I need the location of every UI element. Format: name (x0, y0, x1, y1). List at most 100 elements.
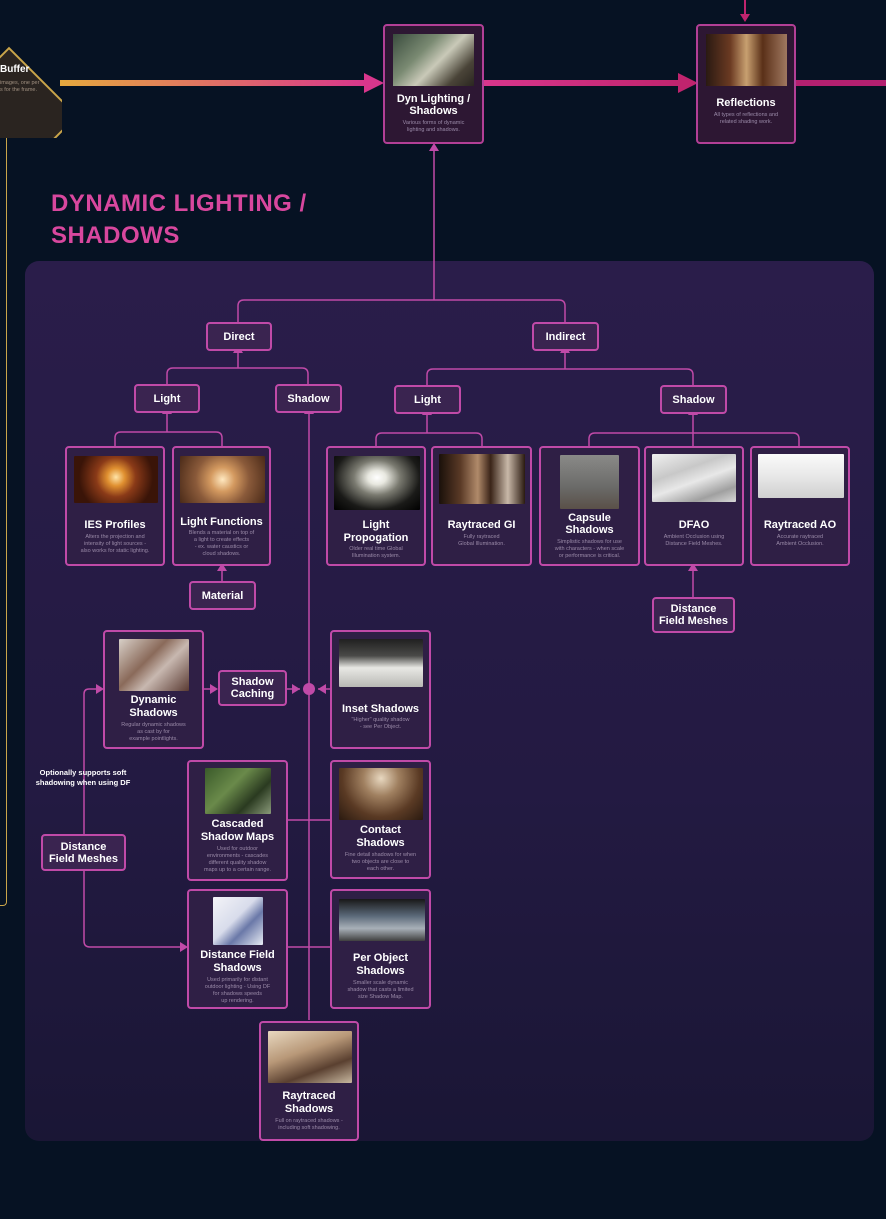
inset-title: Inset Shadows (341, 703, 420, 715)
buffer-desc-2: s for the frame. (0, 87, 37, 93)
df-shadows-desc-3: for shadows speeds (213, 991, 262, 997)
card-raytraced-ao[interactable]: Raytraced AO Accurate raytraced Ambient … (750, 446, 850, 566)
card-capsule-shadows[interactable]: Capsule Shadows Simplistic shadows for u… (539, 446, 640, 566)
contact-desc-1: Fine detail shadows for when (344, 852, 417, 858)
card-raytraced-shadows[interactable]: Raytraced Shadows Full on raytraced shad… (259, 1021, 359, 1141)
dfao-desc-1: Ambient Occlusion using (663, 534, 725, 540)
tag-shadow-caching-line-1: Shadow (231, 676, 274, 688)
capsule-title-1: Capsule (568, 512, 611, 524)
contact-title-1: Contact (360, 824, 401, 836)
reflections-title: Reflections (716, 97, 776, 109)
contact-desc-2: two objects are close to (351, 859, 410, 865)
rtgi-thumb (439, 454, 525, 504)
card-cascaded-shadow-maps[interactable]: Cascaded Shadow Maps Used for outdoor en… (187, 760, 288, 881)
dynamic-shadows-desc-3: example pointlights. (129, 736, 178, 742)
dfao-desc-2: Distance Field Meshes. (665, 541, 723, 547)
ies-desc-1: Alters the projection and (85, 534, 145, 540)
per-object-desc-3: size Shadow Map. (358, 994, 403, 1000)
card-dynamic-shadows[interactable]: Dynamic Shadows Regular dynamic shadows … (103, 630, 204, 749)
card-ies-profiles[interactable]: IES Profiles Alters the projection and i… (65, 446, 165, 566)
df-shadows-thumb (213, 897, 263, 945)
df-shadows-title-1: Distance Field (200, 949, 275, 961)
capsule-desc-3: or performance is critical. (558, 553, 621, 559)
light-functions-thumb (180, 456, 265, 503)
dyn-lighting-card[interactable]: Dyn Lighting / Shadows Various forms of … (383, 24, 484, 144)
card-per-object-shadows[interactable]: Per Object Shadows Smaller scale dynamic… (330, 889, 431, 1009)
tag-df-meshes-left-line-1: Distance (60, 840, 107, 853)
csm-thumb (205, 768, 271, 814)
light-functions-desc-4: cloud shadows. (202, 551, 241, 557)
buffer-node[interactable]: Buffer images, one per s for the frame. (0, 30, 62, 138)
csm-title-2: Shadow Maps (200, 831, 275, 843)
per-object-title-2: Shadows (356, 965, 405, 977)
dyn-lighting-desc-1: Various forms of dynamic (402, 120, 465, 126)
lpv-thumb (334, 456, 420, 510)
light-functions-desc-3: - ex. water caustics or (194, 544, 249, 550)
tag-light-direct[interactable]: Light (134, 384, 200, 413)
rt-shadows-desc-2: including soft shadowing. (278, 1125, 340, 1131)
card-light-functions[interactable]: Light Functions Blends a material on top… (172, 446, 271, 566)
card-contact-shadows[interactable]: Contact Shadows Fine detail shadows for … (330, 760, 431, 879)
ies-thumb (74, 456, 158, 503)
tag-light-indirect[interactable]: Light (394, 385, 461, 414)
csm-title-1: Cascaded (211, 818, 264, 830)
csm-desc-2: environments - cascades (206, 853, 269, 859)
section-heading-line-2: SHADOWS (51, 222, 180, 249)
dynamic-shadows-desc-2: as cast by for (137, 729, 170, 735)
light-functions-title: Light Functions (180, 516, 263, 528)
card-dfao[interactable]: DFAO Ambient Occlusion using Distance Fi… (644, 446, 744, 566)
capsule-title-2: Shadows (565, 524, 614, 536)
rtgi-desc-2: Global Illumination. (458, 541, 505, 547)
dyn-lighting-title-1: Dyn Lighting / (396, 93, 471, 105)
tag-direct[interactable]: Direct (206, 322, 272, 351)
csm-desc-4: maps up to a certain range. (204, 867, 271, 873)
contact-title-2: Shadows (356, 837, 405, 849)
ies-title: IES Profiles (84, 519, 146, 531)
section-heading: DYNAMIC LIGHTING / SHADOWS (51, 188, 307, 252)
dyn-lighting-title-2: Shadows (409, 105, 458, 117)
inset-desc-2: - see Per Object. (359, 724, 402, 730)
capsule-desc-1: Simplistic shadows for use (557, 539, 622, 545)
light-functions-desc-2: a light to create effects (193, 537, 250, 543)
rtao-desc-1: Accurate raytraced (776, 534, 824, 540)
rt-shadows-thumb (268, 1031, 352, 1083)
tag-indirect[interactable]: Indirect (532, 322, 599, 351)
card-inset-shadows[interactable]: Inset Shadows "Higher" quality shadow - … (330, 630, 431, 749)
rt-shadows-title-2: Shadows (284, 1103, 334, 1115)
lpv-desc-1: Older real time Global (349, 546, 403, 552)
inset-thumb (339, 639, 423, 687)
left-bracket-line (0, 130, 7, 906)
light-functions-desc-1: Blends a material on top of (188, 530, 255, 536)
card-distance-field-shadows[interactable]: Distance Field Shadows Used primarily fo… (187, 889, 288, 1009)
df-note-line-2: shadowing when using DF (35, 778, 131, 787)
card-light-propogation[interactable]: Light Propogation Older real time Global… (326, 446, 426, 566)
card-raytraced-gi[interactable]: Raytraced GI Fully raytraced Global Illu… (431, 446, 532, 566)
reflections-thumb (706, 34, 787, 86)
ies-desc-2: intensity of light sources - (83, 541, 147, 547)
tag-shadow-caching-line-2: Caching (230, 688, 275, 700)
rtao-desc-2: Ambient Occlusion. (776, 541, 824, 547)
dfao-title: DFAO (678, 519, 710, 531)
per-object-desc-1: Smaller scale dynamic (352, 980, 409, 986)
rt-shadows-title-1: Raytraced (282, 1090, 336, 1102)
reflections-desc-2: related shading work. (719, 119, 773, 125)
dfao-thumb (652, 454, 736, 502)
tag-shadow-indirect[interactable]: Shadow (660, 385, 727, 414)
dynamic-shadows-thumb (119, 639, 189, 691)
tag-df-meshes-left[interactable]: Distance Field Meshes (41, 834, 126, 871)
rtgi-desc-1: Fully raytraced (463, 534, 500, 540)
tag-shadow-direct[interactable]: Shadow (275, 384, 342, 413)
tag-material[interactable]: Material (189, 581, 256, 610)
dyn-lighting-desc-2: lighting and shadows. (407, 127, 460, 133)
tag-df-meshes-right[interactable]: Distance Field Meshes (652, 597, 735, 633)
rtgi-title: Raytraced GI (447, 519, 516, 531)
reflections-card[interactable]: Reflections All types of reflections and… (696, 24, 796, 144)
rt-shadows-desc-1: Full on raytraced shadows - (275, 1118, 343, 1124)
per-object-desc-2: shadow that casts a limited (347, 987, 414, 993)
tag-shadow-caching[interactable]: Shadow Caching (218, 670, 287, 706)
per-object-title-1: Per Object (352, 952, 409, 964)
buffer-title: Buffer (0, 64, 30, 75)
lpv-title-1: Light (362, 519, 390, 531)
contact-thumb (339, 768, 423, 820)
